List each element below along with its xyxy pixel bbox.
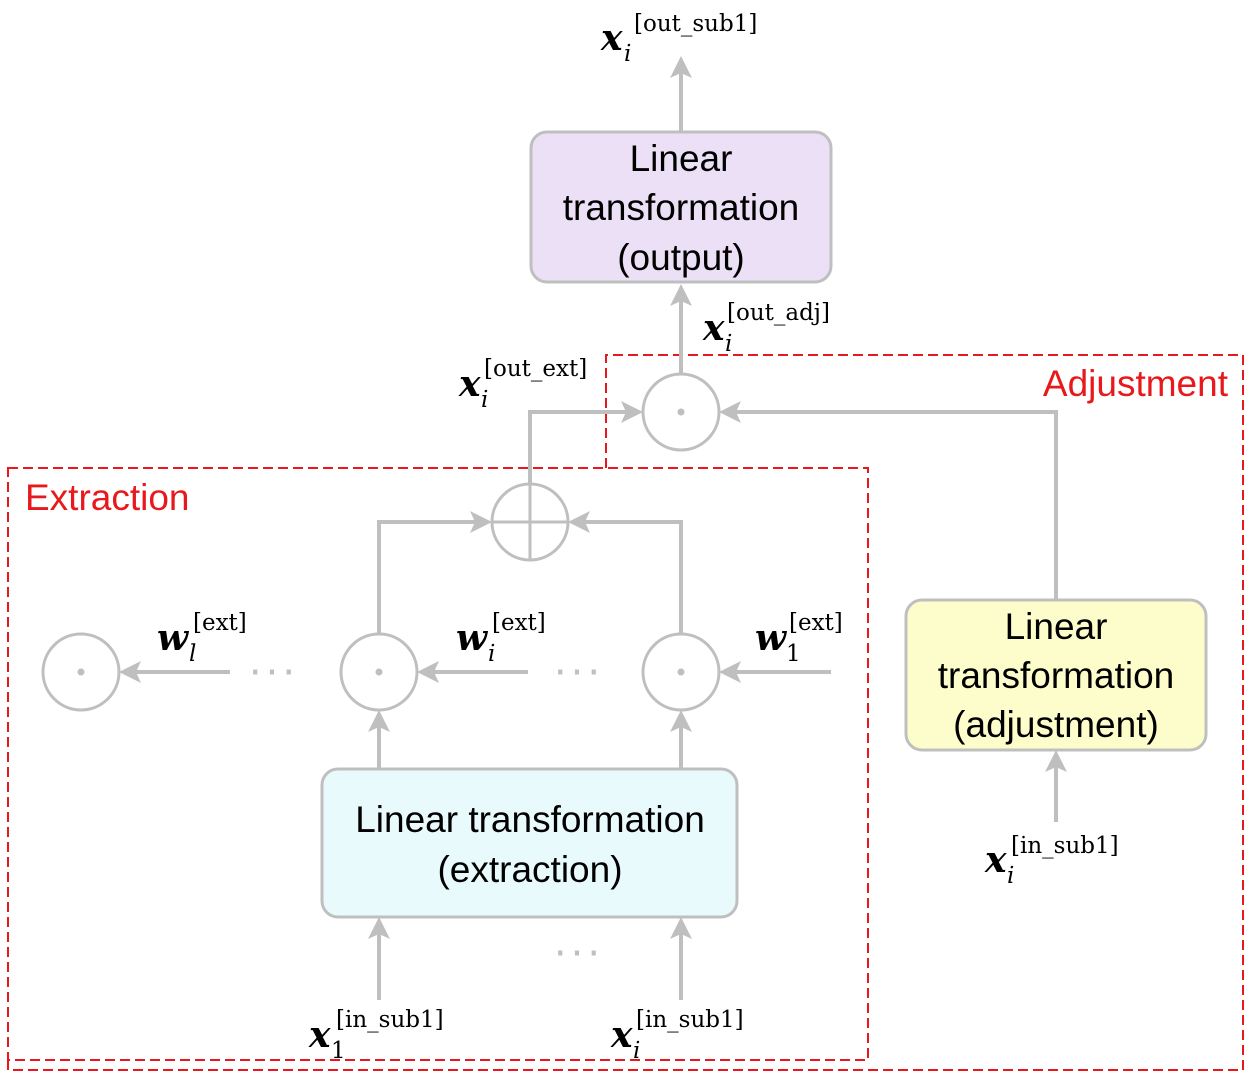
output-box-line: transformation xyxy=(563,187,800,228)
adjustment-region-label: Adjustment xyxy=(1043,363,1229,404)
label-symbol: x xyxy=(458,363,481,405)
ellipsis-weights-left: ··· xyxy=(249,650,299,696)
label-subscript: 1 xyxy=(786,641,801,667)
label-w-1: w 1 [ext] xyxy=(755,610,843,667)
label-x-in-i: x i [in_sub1] xyxy=(610,1007,744,1064)
label-symbol: x xyxy=(600,17,623,59)
label-x-in-1: x 1 [in_sub1] xyxy=(308,1007,444,1064)
output-transformation-box: Linear transformation (output) xyxy=(529,130,833,284)
label-superscript: [out_adj] xyxy=(727,300,830,326)
output-box-line: Linear xyxy=(630,138,733,179)
adjustment-box-line: transformation xyxy=(938,655,1175,696)
label-symbol: x xyxy=(984,839,1007,881)
label-superscript: [in_sub1] xyxy=(336,1007,444,1033)
arrow-sum-to-product xyxy=(528,401,643,484)
hadamard-product-icon xyxy=(41,632,121,712)
ellipsis-inputs: ··· xyxy=(554,931,604,977)
label-subscript: i xyxy=(481,387,488,413)
label-superscript: [out_ext] xyxy=(484,356,587,382)
label-symbol: x xyxy=(308,1014,331,1056)
label-symbol: w xyxy=(157,617,190,659)
label-subscript: i xyxy=(725,331,732,357)
label-superscript: [in_sub1] xyxy=(636,1007,744,1033)
label-symbol: w xyxy=(456,617,489,659)
adjustment-region-border xyxy=(7,354,1244,1071)
label-x-out-ext: x i [out_ext] xyxy=(458,356,587,413)
label-symbol: x xyxy=(702,307,725,349)
adjustment-box-line: (adjustment) xyxy=(953,704,1159,745)
label-superscript: [ext] xyxy=(789,610,843,636)
label-subscript: 1 xyxy=(331,1038,346,1064)
label-x-out-adj: x i [out_adj] xyxy=(702,300,830,357)
label-x-in-adj: x i [in_sub1] xyxy=(984,833,1119,889)
arrow-weighted-1-to-sum xyxy=(568,511,683,634)
label-superscript: [out_sub1] xyxy=(634,11,757,37)
adjustment-transformation-box: Linear transformation (adjustment) xyxy=(904,598,1208,752)
extraction-box-frame xyxy=(320,767,739,919)
adjustment-box-line: Linear xyxy=(1005,606,1108,647)
arrow-weighted-i-to-sum xyxy=(377,511,492,634)
arrow-adjustment-to-product xyxy=(719,401,1058,600)
label-superscript: [ext] xyxy=(492,610,546,636)
output-box-line: (output) xyxy=(617,237,745,278)
hadamard-product-icon xyxy=(641,632,721,712)
label-w-i: w i [ext] xyxy=(456,610,546,667)
extraction-box-line: Linear transformation xyxy=(355,799,705,840)
label-superscript: [in_sub1] xyxy=(1011,833,1119,859)
label-superscript: [ext] xyxy=(193,610,247,636)
label-symbol: x xyxy=(610,1014,633,1056)
label-w-l: w l [ext] xyxy=(157,610,247,667)
label-x-out-sub1: x i [out_sub1] xyxy=(600,11,757,67)
label-subscript: i xyxy=(1007,863,1014,889)
hadamard-product-icon xyxy=(339,632,419,712)
extraction-box-line: (extraction) xyxy=(437,849,622,890)
extraction-transformation-box: Linear transformation (extraction) xyxy=(320,767,739,919)
label-subscript: i xyxy=(633,1038,640,1064)
label-subscript: l xyxy=(189,641,196,667)
label-subscript: i xyxy=(624,41,631,67)
elementwise-sum-icon xyxy=(490,482,570,562)
extraction-region-label: Extraction xyxy=(25,477,190,518)
hadamard-product-icon xyxy=(641,372,721,452)
label-symbol: w xyxy=(755,617,788,659)
label-subscript: i xyxy=(488,641,495,667)
extraction-region-border xyxy=(7,467,869,1061)
ellipsis-weights-right: ··· xyxy=(554,650,604,696)
